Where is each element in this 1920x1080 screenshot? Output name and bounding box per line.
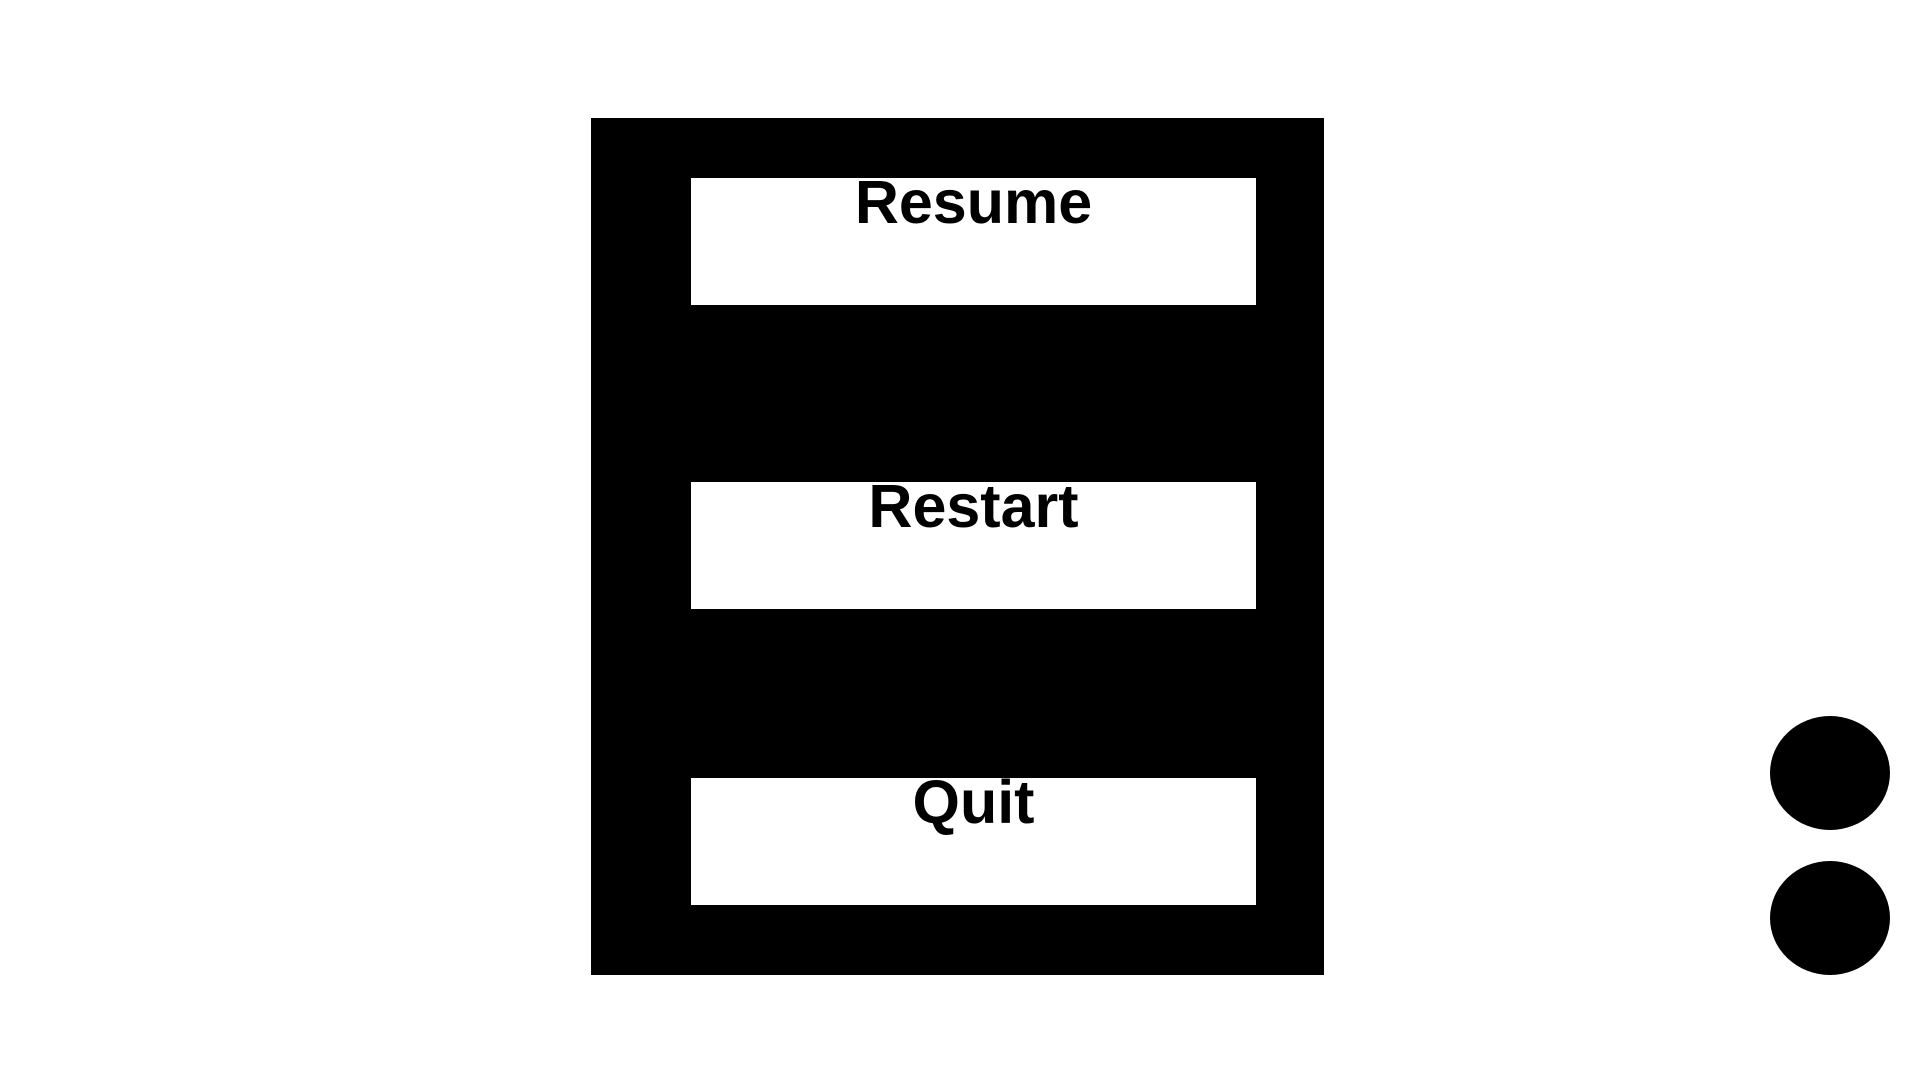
quit-button-label: Quit [912,768,1035,836]
restart-button-label: Restart [868,472,1079,540]
restart-button[interactable]: Restart [691,476,1256,609]
resume-button-label: Resume [854,168,1093,236]
circle-button-upper[interactable] [1770,716,1890,830]
circle-button-lower[interactable] [1770,861,1890,975]
resume-button[interactable]: Resume [691,172,1256,305]
pause-menu-panel: Resume Restart Quit [591,118,1324,975]
quit-button[interactable]: Quit [691,772,1256,905]
